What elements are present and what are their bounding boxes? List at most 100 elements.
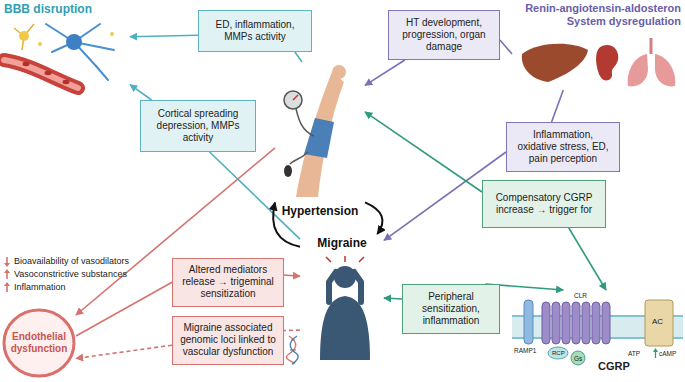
neuron-body (66, 34, 82, 50)
connector (365, 60, 405, 85)
illustration-node: CGRP (512, 290, 683, 380)
increase-arrow (655, 351, 656, 358)
connector (76, 345, 172, 358)
connector (130, 35, 198, 37)
illustration-node: BBB disruption (0, 0, 130, 92)
cgrp-receptor (512, 300, 683, 365)
astrocyte (14, 24, 34, 50)
body (320, 296, 370, 360)
connector (500, 40, 512, 54)
illustration-node: Renin-angiotensin-aldosteron System dysr… (512, 0, 683, 90)
arm (354, 272, 361, 302)
note-label: Vasoconstrictive substances (14, 269, 127, 280)
concept-node: Hypertension (275, 62, 365, 218)
arm (296, 72, 344, 197)
box-text: Peripheral sensitization, inflammation (408, 291, 494, 327)
node-label: BBB disruption (4, 2, 92, 16)
pain-marks (326, 256, 364, 262)
raas-organs (522, 38, 675, 86)
gauge (284, 91, 302, 109)
blood-cell (45, 71, 52, 75)
ramp1-helix (524, 300, 533, 344)
gauge-needle (293, 95, 298, 100)
circle-node: Endothelial dysfunction (2, 308, 76, 378)
clr-helix (572, 302, 580, 344)
connector (295, 52, 302, 62)
note-label: Inflammation (14, 282, 66, 293)
change-arrows (4, 257, 10, 292)
bbb-illustration (4, 24, 114, 88)
arm-illustration (284, 65, 346, 197)
astrocyte-body (19, 31, 29, 41)
lung (655, 54, 675, 86)
connector (365, 112, 482, 192)
box-text: Altered mediators release → trigeminal s… (178, 264, 278, 300)
down-arrow (6, 257, 8, 264)
connector (552, 90, 564, 122)
down-arrow-head (4, 263, 10, 267)
lung (628, 54, 648, 86)
connector (384, 298, 402, 299)
clr-helix (592, 302, 600, 344)
box-text: HT development, progression, organ damag… (394, 17, 494, 53)
process-box: Cortical spreading depression, MMPs acti… (140, 100, 256, 152)
connector (569, 228, 606, 290)
rcp-shape (548, 347, 568, 359)
connector (284, 275, 300, 276)
kidney (596, 45, 618, 81)
process-box: Peripheral sensitization, inflammation (402, 284, 500, 334)
connector (76, 282, 172, 336)
dot (38, 42, 42, 46)
tube (296, 109, 314, 136)
increase-arrow-head (653, 348, 658, 352)
process-box: Altered mediators release → trigeminal s… (172, 258, 284, 307)
box-text: ED, inflammation, MMPs activity (204, 19, 306, 43)
note-label: CLR (574, 292, 587, 300)
connector (284, 329, 300, 331)
connector (365, 202, 382, 234)
vessel-lumen (4, 60, 78, 88)
ac-shape (645, 300, 673, 346)
node-label: Migraine (317, 236, 366, 250)
box-text: Cortical spreading depression, MMPs acti… (146, 108, 250, 144)
clr-helix (542, 302, 550, 344)
box-text: Migraine associated genomic loci linked … (178, 322, 278, 358)
note-label: RCP (552, 350, 565, 357)
clr-helix (562, 302, 570, 344)
process-box: HT development, progression, organ damag… (388, 10, 500, 60)
connector (130, 85, 152, 100)
dna-rung (290, 340, 296, 350)
arm (329, 272, 336, 302)
bulb (284, 165, 292, 177)
note-label: cAMP (659, 350, 676, 358)
dot (110, 32, 114, 36)
hand (332, 65, 346, 79)
box-text: Inflammation, oxidative stress, ED, pain… (512, 129, 614, 165)
note-label: RAMP1 (514, 347, 536, 355)
dna-strand (286, 336, 295, 364)
gs-shape (571, 351, 585, 365)
node-label: Endothelial dysfunction (2, 331, 76, 355)
process-box: Compensatory CGRP increase → trigger for (482, 180, 606, 228)
note-label: Bioavailability of vasodilators (14, 256, 129, 267)
axon (96, 66, 108, 80)
dna-strand (290, 336, 298, 364)
tube (290, 152, 308, 164)
process-box: Inflammation, oxidative stress, ED, pain… (506, 122, 620, 172)
clr-helix (602, 302, 610, 344)
blood-cell (63, 80, 70, 84)
up-arrow (6, 272, 8, 279)
bp-cuff (304, 118, 334, 158)
box-text: Compensatory CGRP increase → trigger for (488, 192, 600, 216)
astrocyte-process (14, 24, 34, 50)
up-arrow (6, 285, 8, 292)
node-label: Renin-angiotensin-aldosteron System dysr… (512, 2, 681, 28)
process-box: Migraine associated genomic loci linked … (172, 316, 284, 365)
up-arrow-head (4, 282, 10, 286)
node-label: CGRP (598, 360, 683, 372)
blood-vessel (4, 60, 78, 88)
neuron-dendrites (46, 24, 114, 80)
node-label: Hypertension (282, 204, 359, 218)
blood-cell (23, 62, 30, 66)
